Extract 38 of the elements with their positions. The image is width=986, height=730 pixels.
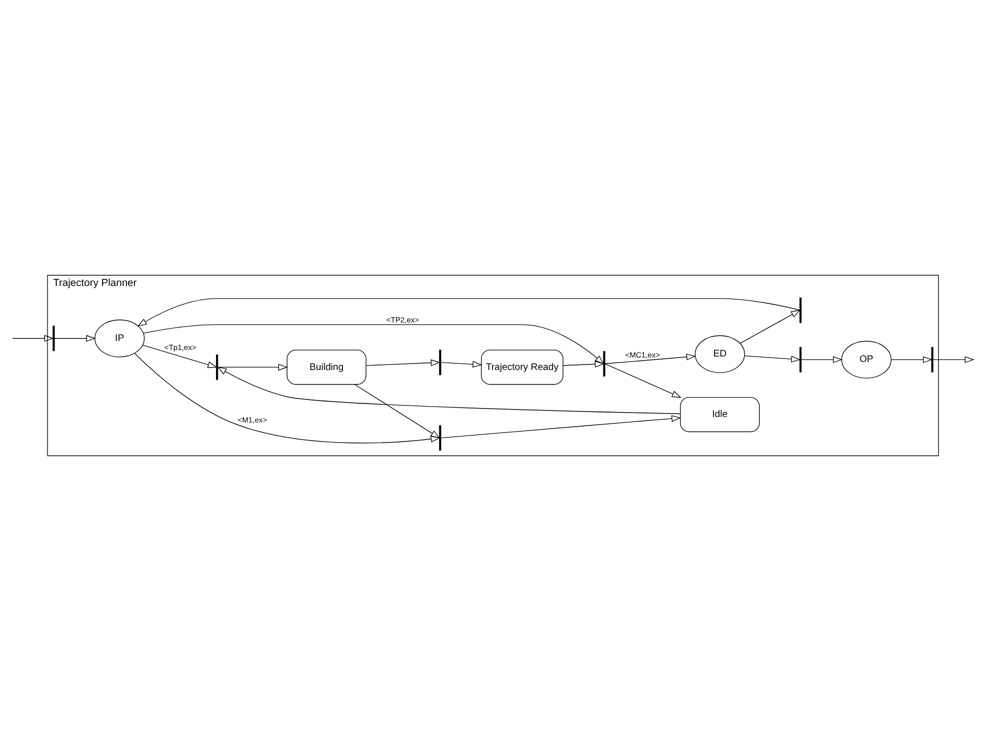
node-bar xyxy=(439,424,442,450)
node-bar xyxy=(799,297,802,322)
arrow xyxy=(354,384,440,438)
node-bar xyxy=(931,346,934,372)
arrow xyxy=(440,414,682,438)
node-bar xyxy=(603,350,606,376)
edge-label: <MC1,ex> xyxy=(625,350,660,359)
arrow xyxy=(44,334,96,342)
arrow xyxy=(890,356,933,363)
arrow xyxy=(744,355,801,362)
node-box: Building xyxy=(286,349,366,384)
arrow xyxy=(366,358,440,366)
node-bar xyxy=(439,349,442,375)
arrow xyxy=(440,360,482,368)
arrow xyxy=(562,360,604,368)
arrow xyxy=(216,366,681,414)
node-bar xyxy=(52,325,55,351)
arrow xyxy=(604,362,682,398)
arrow xyxy=(137,298,800,326)
edge-label: <TP2,ex> xyxy=(386,314,420,324)
arrow xyxy=(217,363,288,370)
arrow xyxy=(800,356,843,363)
arrow xyxy=(604,353,696,364)
node-box: Trajectory Ready xyxy=(480,349,564,384)
arrow xyxy=(12,334,54,342)
arrow xyxy=(134,352,440,443)
arrow xyxy=(142,344,218,368)
arrow xyxy=(922,356,974,363)
node-bar xyxy=(799,346,802,372)
edge-label: <M1,ex> xyxy=(238,415,268,424)
edge-label: <Tp1,ex> xyxy=(164,342,196,352)
arrow xyxy=(740,309,801,344)
arrow xyxy=(143,324,604,364)
node-box: Idle xyxy=(680,396,760,432)
node-ellipse: OP xyxy=(841,340,892,378)
node-ellipse: IP xyxy=(94,319,145,357)
node-bar xyxy=(216,354,218,380)
node-ellipse: ED xyxy=(694,334,745,373)
